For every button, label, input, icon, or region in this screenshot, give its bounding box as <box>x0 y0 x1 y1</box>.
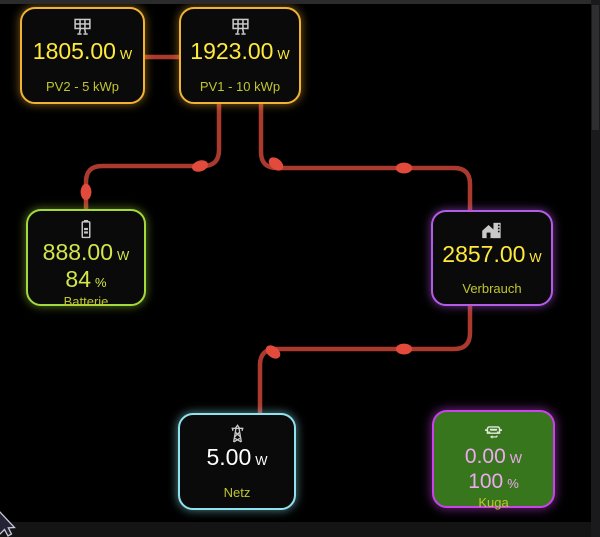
battery-soc-value: 84% <box>65 268 106 294</box>
scrollbar[interactable] <box>591 0 600 537</box>
flow-dot <box>268 157 284 171</box>
wire-pv1-batterie <box>83 104 222 209</box>
percent-sign: % <box>507 476 519 491</box>
value-number: 888.00 <box>42 239 114 265</box>
car-label: Kuga <box>478 495 509 510</box>
flow-dot <box>395 162 413 174</box>
value-number: 5.00 <box>206 444 252 470</box>
scrollbar-thumb[interactable] <box>592 5 599 130</box>
solar-panel-icon <box>229 16 252 39</box>
wire-verbrauch-netz <box>257 306 473 413</box>
wire-pv1-verbrauch <box>258 104 473 210</box>
value-number: 0.00 <box>464 445 506 468</box>
grid-label: Netz <box>223 485 251 500</box>
value-number: 2857.00 <box>442 241 526 267</box>
value-number: 1805.00 <box>32 38 116 64</box>
flow-dot <box>265 345 281 359</box>
percent-sign: % <box>95 275 107 290</box>
home-city-icon <box>480 219 504 242</box>
window-top-edge <box>0 0 600 4</box>
window-bottom-edge <box>0 522 600 537</box>
car-soc-value: 100% <box>468 471 519 495</box>
battery-icon <box>75 218 97 240</box>
flow-dot <box>395 343 413 355</box>
percent-number: 100 <box>468 470 504 493</box>
battery-label: Batterie <box>63 294 109 309</box>
value-unit: W <box>529 250 542 265</box>
pv1-label: PV1 - 10 kWp <box>199 79 281 94</box>
value-unit: W <box>255 453 268 468</box>
transmission-tower-icon <box>226 422 249 445</box>
pv2-label: PV2 - 5 kWp <box>46 79 119 94</box>
value-number: 1923.00 <box>190 38 274 64</box>
solar-panel-icon <box>71 16 94 39</box>
value-unit: W <box>117 248 130 263</box>
mouse-cursor-icon <box>0 511 16 537</box>
value-unit: W <box>119 47 133 62</box>
value-unit: W <box>509 451 523 466</box>
value-unit: W <box>277 47 290 62</box>
percent-number: 84 <box>65 266 92 292</box>
flow-dot <box>80 183 92 201</box>
flow-dot <box>192 160 208 172</box>
consumption-label: Verbrauch <box>462 281 522 296</box>
car-electric-icon <box>481 419 506 444</box>
